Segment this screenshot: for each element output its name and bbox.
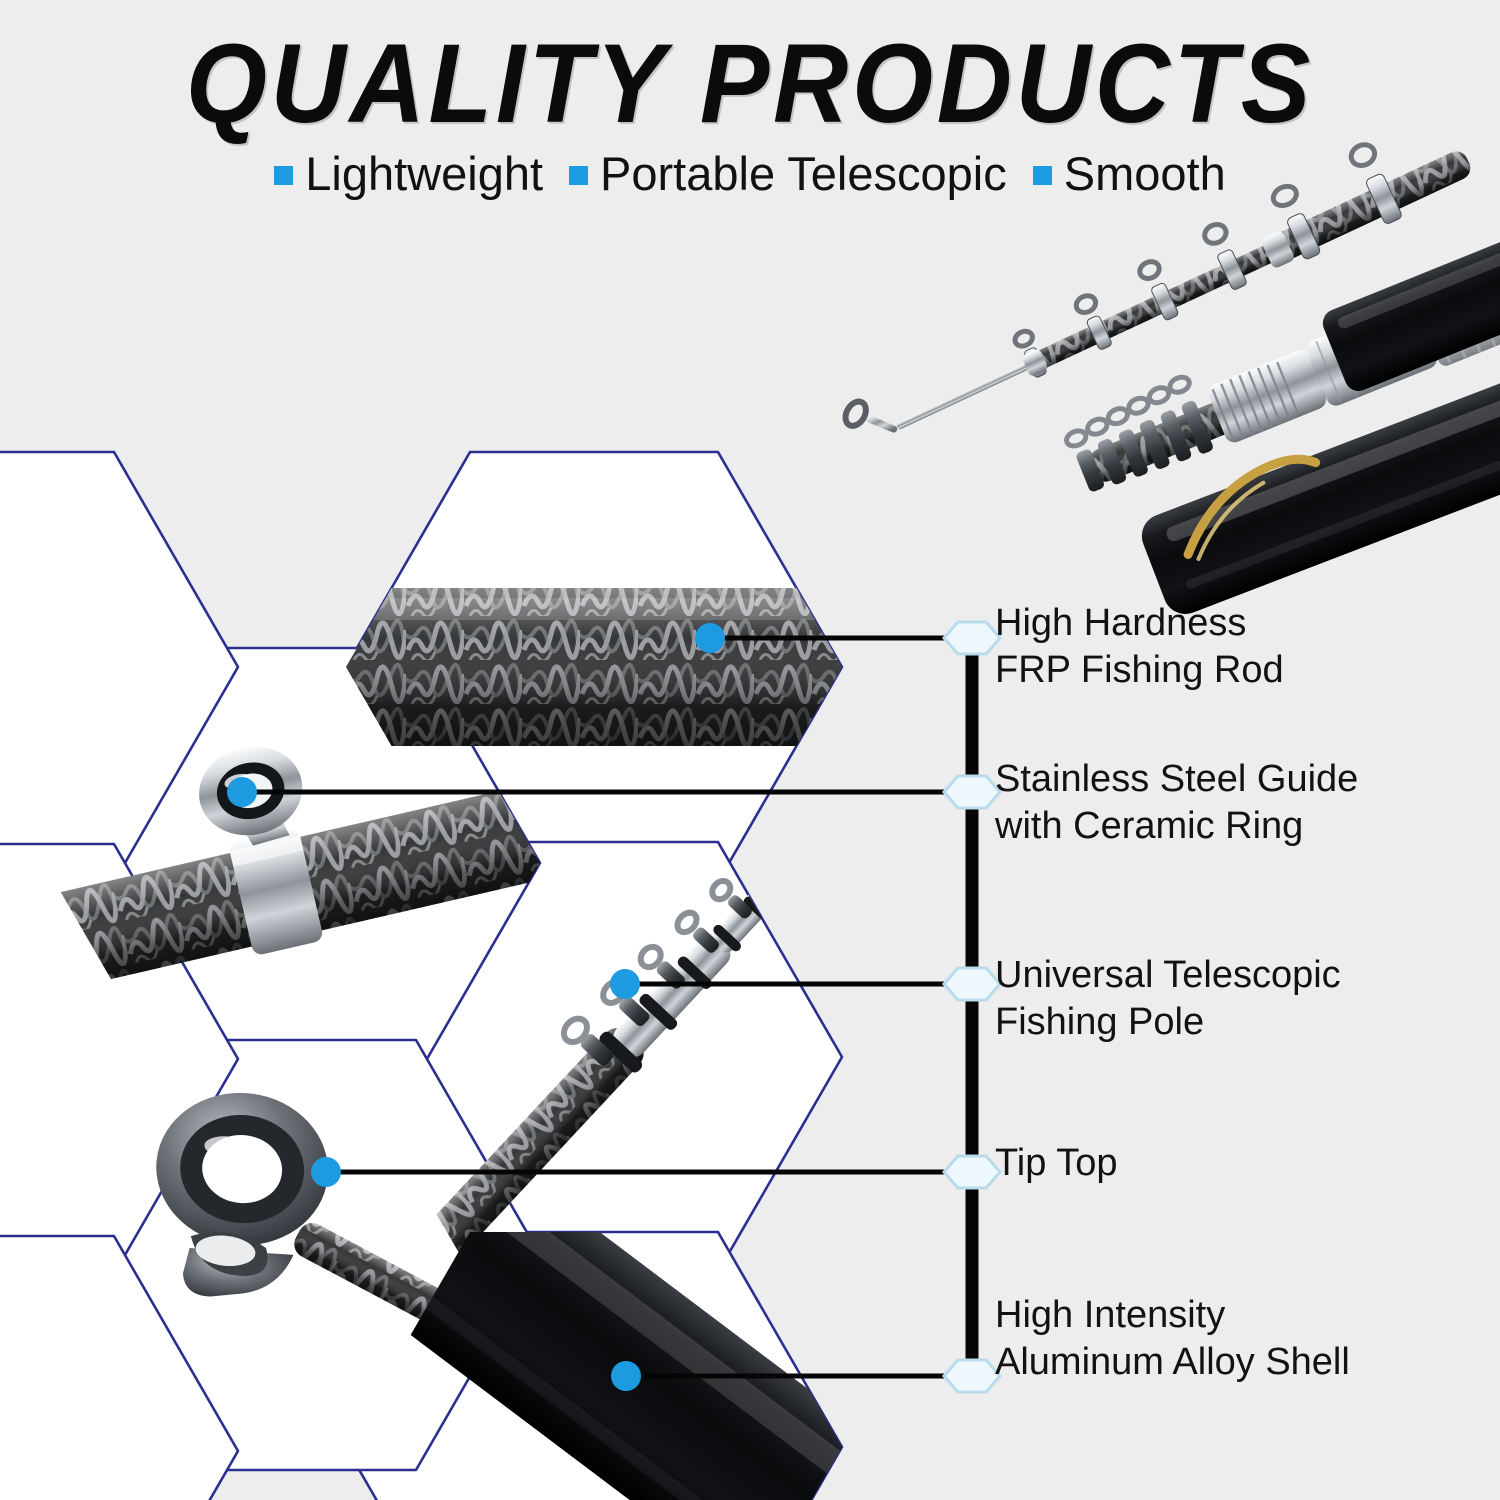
- blue-square-bullet-icon: [274, 166, 294, 185]
- blue-dot-icon: [311, 1157, 341, 1187]
- feature-item-lightweight: Lightweight: [274, 150, 543, 197]
- blue-anchor-dots: [227, 623, 725, 1391]
- callout-leader-lines: [248, 635, 979, 1379]
- blue-dot-icon: [610, 969, 640, 999]
- telescopic-fishing-rod-photo: [842, 142, 1500, 614]
- hexagon-node-icon: [942, 620, 1002, 656]
- feature-label: Portable Telescopic: [600, 147, 1007, 200]
- feature-item-smooth: Smooth: [1032, 147, 1226, 200]
- blue-dot-icon: [695, 623, 725, 653]
- callout-label-universal-telescopic-fishing-pole: Universal Telescopic Fishing Pole: [995, 954, 1341, 1043]
- feature-list: Lightweight Portable Telescopic Smooth: [0, 150, 1500, 197]
- feature-label: Smooth: [1063, 147, 1226, 200]
- callout-label-stainless-steel-guide: Stainless Steel Guide with Ceramic Ring: [995, 758, 1359, 847]
- blue-square-bullet-icon: [569, 166, 589, 185]
- callout-label-tip-top: Tip Top: [995, 1142, 1118, 1184]
- telescopic-pole-collapsed-closeup: [393, 842, 818, 1272]
- hexagon-node-icon: [942, 1154, 1002, 1190]
- carbon-rod-blank-closeup: [346, 588, 842, 746]
- hexagon-tile: [0, 1234, 240, 1500]
- hexagon-node-icon: [942, 1358, 1002, 1394]
- page-title: QUALITY PRODUCTS: [185, 21, 1315, 146]
- callout-label-high-intensity-aluminum-alloy-shell: High Intensity Aluminum Alloy Shell: [995, 1294, 1350, 1383]
- callout-nodes: [942, 620, 1002, 1394]
- blue-dot-icon: [227, 777, 257, 807]
- hexagon-node-icon: [942, 966, 1002, 1002]
- feature-label: Lightweight: [305, 147, 544, 200]
- callout-label-high-hardness-frp-fishing-rod: High Hardness FRP Fishing Rod: [995, 602, 1284, 691]
- feature-item-portable-telescopic: Portable Telescopic: [569, 150, 1007, 197]
- hexagon-node-icon: [942, 774, 1002, 810]
- stainless-guide-ceramic-ring-closeup: [44, 746, 540, 991]
- blue-dot-icon: [611, 1361, 641, 1391]
- blue-square-bullet-icon: [1032, 166, 1052, 185]
